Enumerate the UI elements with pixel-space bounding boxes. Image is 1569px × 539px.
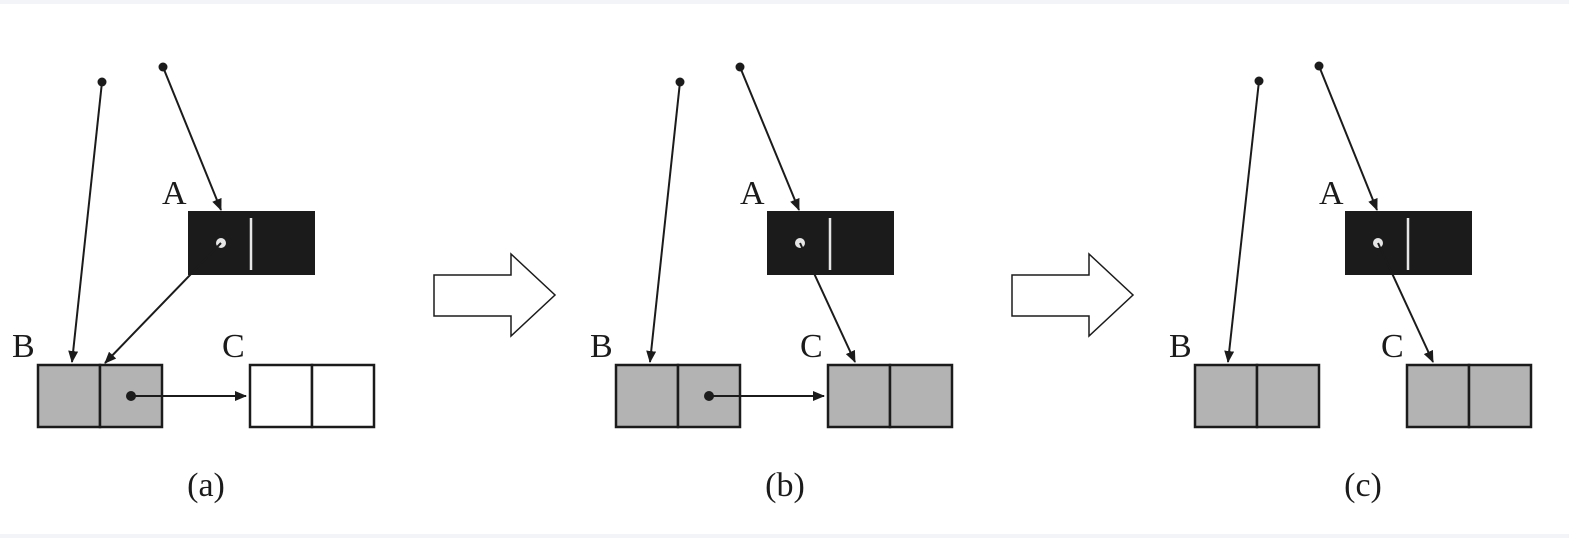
root-pointer-to-b xyxy=(646,81,681,363)
root-pointer-to-a xyxy=(739,66,800,211)
label-b: B xyxy=(590,328,613,365)
label-a: A xyxy=(740,175,765,212)
panel-a: A B C (a) xyxy=(12,62,376,504)
panel-caption: (a) xyxy=(187,467,225,504)
panel-caption: (b) xyxy=(765,467,805,504)
label-c: C xyxy=(222,328,245,365)
node-b xyxy=(1193,363,1321,429)
pointer-a-to-c xyxy=(1377,242,1434,363)
pointer-a-to-c xyxy=(799,242,856,363)
panel-c: A B C (c) xyxy=(1169,61,1533,504)
label-c: C xyxy=(1381,328,1404,365)
panel-b: A B C (b) xyxy=(590,62,954,504)
label-a: A xyxy=(1319,175,1344,212)
pointer-a-to-b xyxy=(104,242,222,364)
node-c xyxy=(826,363,954,429)
root-pointer-to-b xyxy=(68,81,103,363)
panel-caption: (c) xyxy=(1344,467,1382,504)
node-a xyxy=(767,211,894,275)
label-c: C xyxy=(800,328,823,365)
root-pointer-to-a xyxy=(162,66,222,211)
node-c xyxy=(248,363,376,429)
root-pointer-to-b xyxy=(1224,80,1260,363)
label-b: B xyxy=(1169,328,1192,365)
tricolor-marking-diagram: A B C (a) xyxy=(12,61,1533,504)
node-c xyxy=(1405,363,1533,429)
root-pointer-to-a xyxy=(1318,65,1378,211)
hollow-right-arrow-icon xyxy=(1011,252,1135,338)
hollow-right-arrow-icon xyxy=(433,252,557,338)
label-a: A xyxy=(162,175,187,212)
node-a xyxy=(188,211,315,275)
node-a xyxy=(1345,211,1472,275)
label-b: B xyxy=(12,328,35,365)
